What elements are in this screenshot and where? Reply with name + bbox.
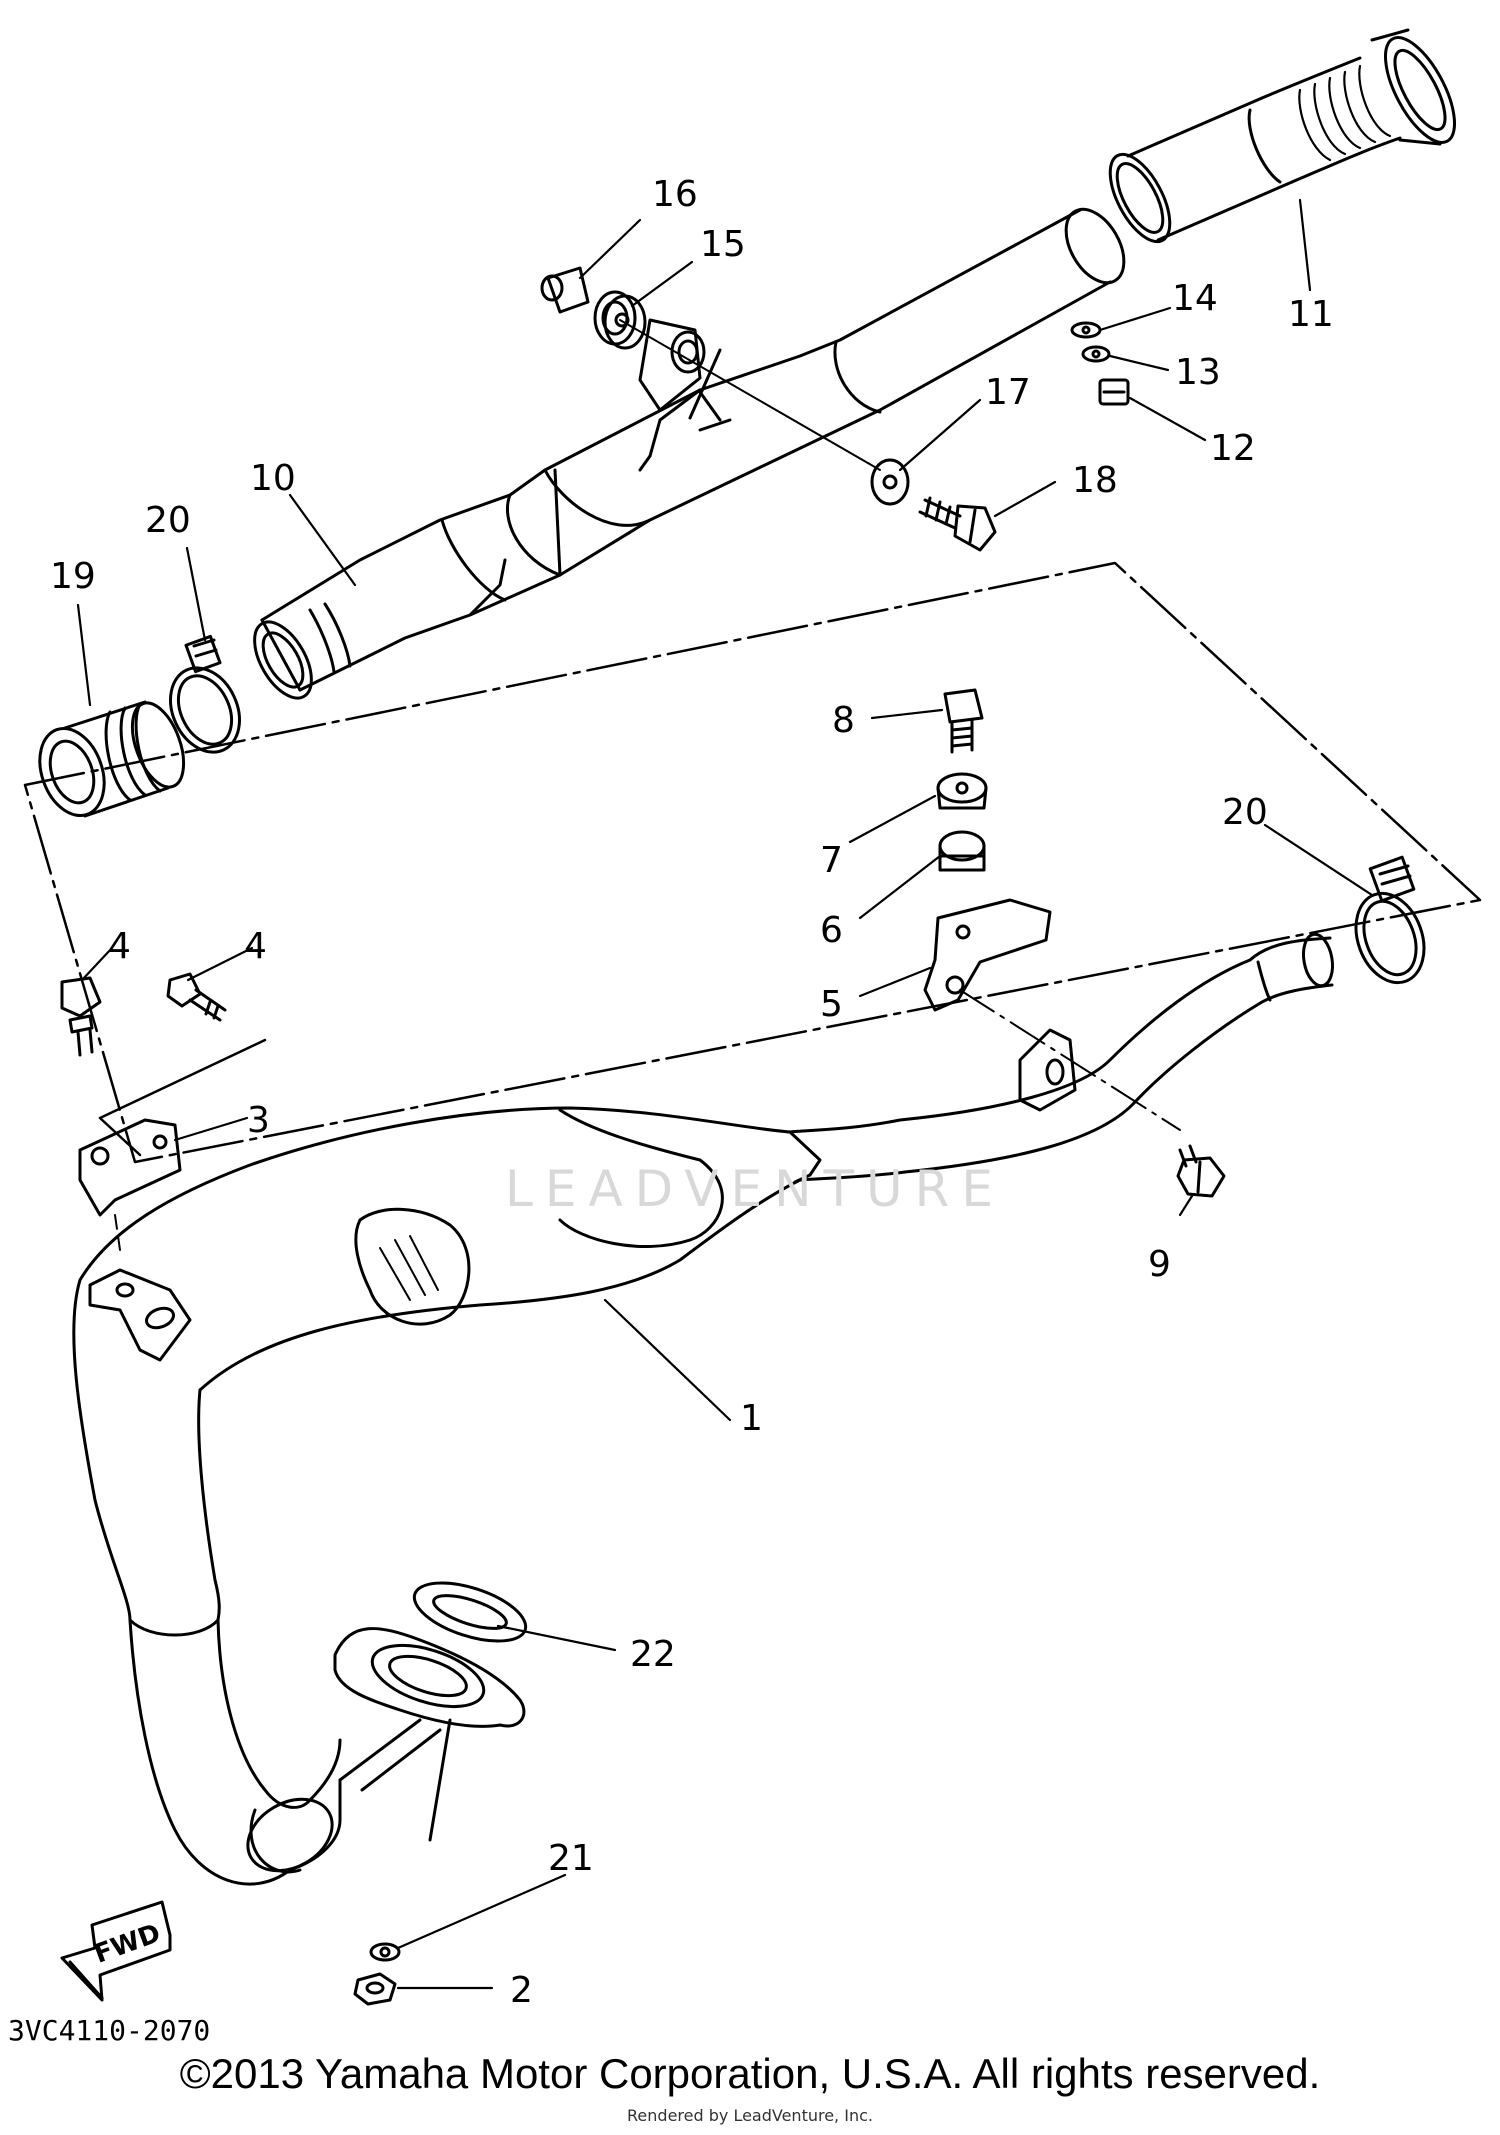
part-16-collar [540, 266, 590, 314]
part-15-grommet [593, 290, 647, 350]
part-2-nut [353, 1972, 397, 2006]
callout-5: 5 [820, 984, 843, 1025]
callout-11: 11 [1288, 294, 1334, 335]
fwd-arrow-icon: FWD [60, 1900, 172, 2002]
part-code: 3VC4110-2070 [8, 2014, 210, 2047]
part-1-exhaust-pipe [72, 932, 1335, 1886]
part-11-tail-pipe [1108, 28, 1457, 244]
part-13-washer [1081, 345, 1111, 363]
callout-10: 10 [250, 458, 296, 499]
callout-20-upper: 20 [145, 500, 191, 541]
part-6-grommet [938, 830, 986, 872]
callout-7: 7 [820, 840, 843, 881]
part-21-washer [369, 1942, 401, 1962]
part-4-bolt-left [60, 976, 102, 1057]
copyright-notice: ©2013 Yamaha Motor Corporation, U.S.A. A… [179, 2050, 1321, 2097]
bolt-leader [98, 1038, 267, 1157]
callout-21: 21 [548, 1838, 594, 1879]
mount-centerline [619, 319, 881, 471]
callout-15: 15 [700, 224, 746, 265]
part-4-bolt-right [166, 972, 227, 1022]
callout-4-right: 4 [244, 926, 267, 967]
callout-1: 1 [740, 1398, 763, 1439]
part-18-bolt [918, 496, 997, 552]
callout-22: 22 [630, 1634, 676, 1675]
callout-3: 3 [247, 1100, 270, 1141]
callout-16: 16 [652, 174, 698, 215]
part-22-gasket [412, 1581, 528, 1643]
watermark-text: LEADVENTURE [505, 1160, 1005, 1218]
callout-8: 8 [832, 700, 855, 741]
bracket3-centerline [114, 1214, 121, 1251]
part-7-collar [936, 772, 988, 810]
callout-14: 14 [1172, 278, 1218, 319]
fwd-label: FWD [90, 1918, 164, 1969]
callout-9: 9 [1148, 1244, 1171, 1285]
part-20-clamp-lower [1354, 855, 1426, 985]
part-10-silencer [253, 207, 1126, 700]
callout-18: 18 [1072, 460, 1118, 501]
part-8-bolt [943, 688, 984, 754]
part-19-joint [38, 700, 186, 818]
part-17-washer [870, 458, 910, 506]
callout-2: 2 [510, 1970, 533, 2011]
leader-lines [76, 198, 1374, 1990]
callout-19: 19 [50, 556, 96, 597]
callout-12: 12 [1210, 428, 1256, 469]
part-12-bolt [1098, 378, 1130, 406]
part-20-clamp-upper [169, 634, 241, 754]
assembly-boundary [23, 561, 1482, 1164]
callout-4-left: 4 [108, 926, 131, 967]
part-14-washer [1070, 321, 1102, 339]
callout-6: 6 [820, 910, 843, 951]
bracket-centerline [959, 989, 1181, 1131]
callout-13: 13 [1175, 352, 1221, 393]
rendered-by-notice: Rendered by LeadVenture, Inc. [627, 2106, 873, 2125]
callout-20-lower: 20 [1222, 792, 1268, 833]
part-5-bracket [923, 898, 1052, 1012]
callout-17: 17 [985, 372, 1031, 413]
part-9-bolt [1176, 1144, 1226, 1198]
part-3-bracket [78, 1118, 182, 1217]
